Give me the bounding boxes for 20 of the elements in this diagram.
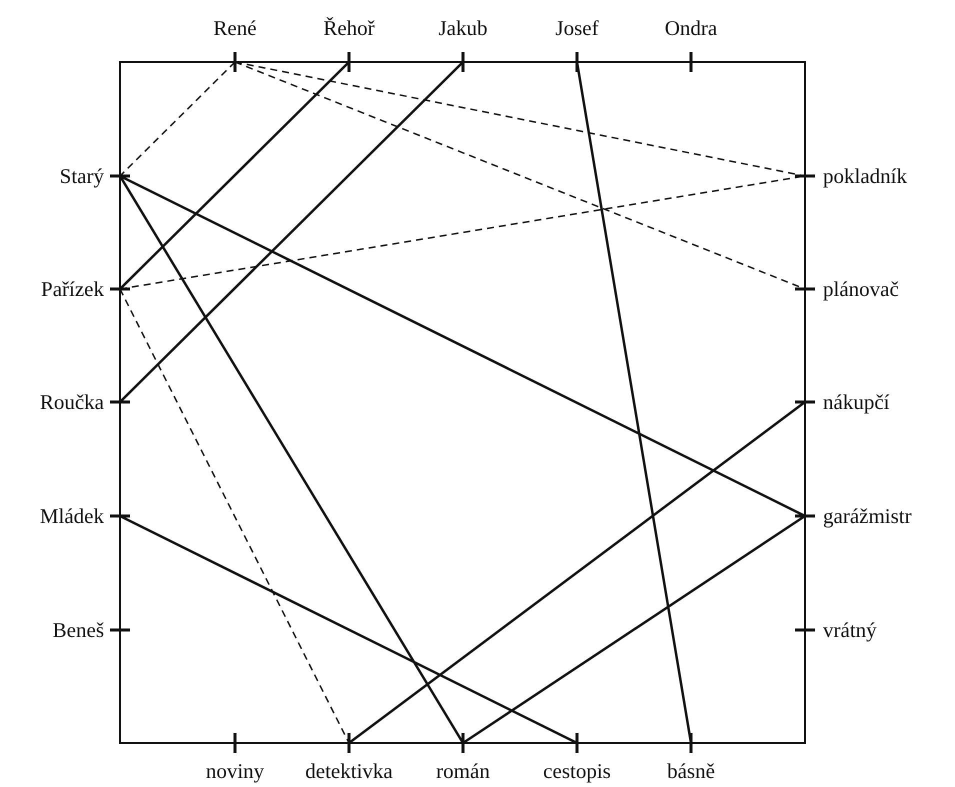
connector-line [119, 514, 578, 744]
category-label: Beneš [0, 618, 120, 642]
category-label: Roučka [0, 390, 120, 414]
connector-line [118, 175, 464, 744]
category-label: pokladník [805, 164, 955, 188]
connector-line [462, 514, 806, 744]
category-label: nákupčí [805, 390, 955, 414]
category-label: plánovač [805, 277, 955, 301]
category-label: garážmistr [805, 504, 955, 528]
connector-line [119, 174, 806, 518]
category-label: Mládek [0, 504, 120, 528]
connector-line [576, 62, 692, 744]
connector-line [119, 61, 350, 290]
category-label: Pařízek [0, 277, 120, 301]
category-label: Starý [0, 164, 120, 188]
dashed-line [119, 61, 236, 177]
category-label: vrátný [805, 618, 955, 642]
connector-line [119, 61, 464, 403]
connector-line [348, 401, 806, 744]
dashed-line [119, 288, 350, 744]
